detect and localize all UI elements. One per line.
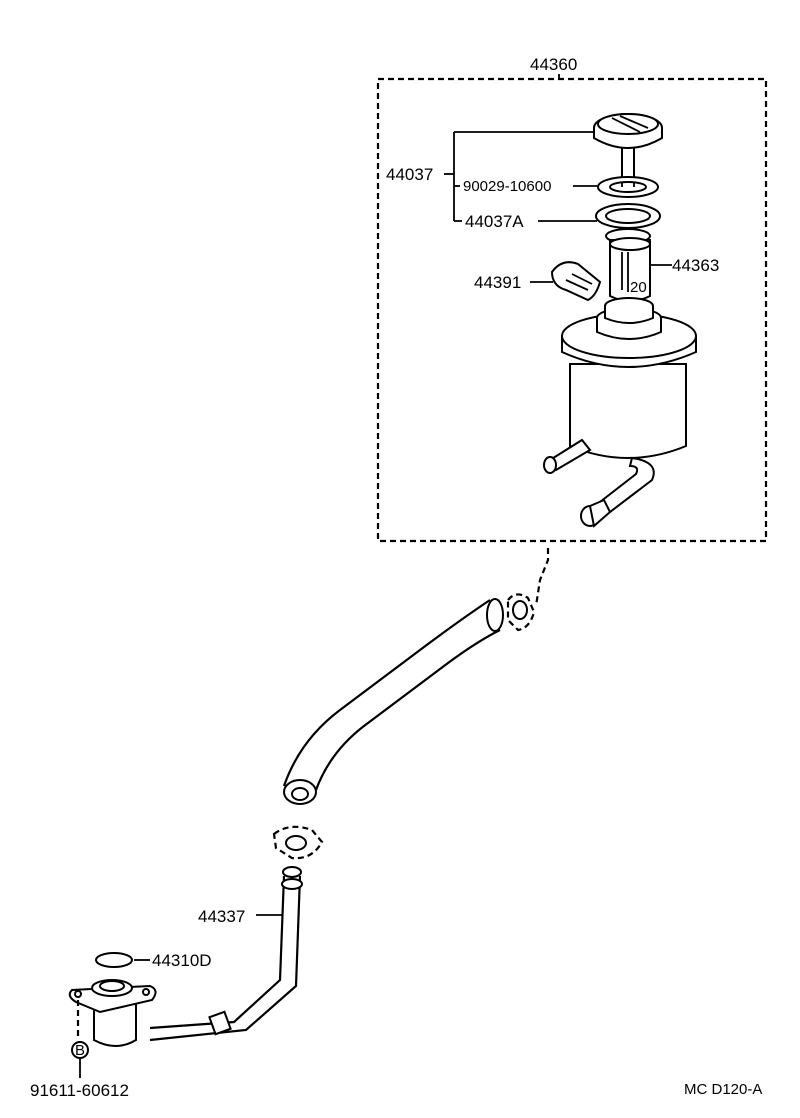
hose-clamp-lower xyxy=(272,825,324,860)
filler-cap xyxy=(593,113,663,185)
connector-line xyxy=(534,548,550,607)
diagram-code: MC D120-A xyxy=(684,1081,762,1098)
label-tag-number: 44391 xyxy=(474,273,521,292)
label-assembly: 44360 xyxy=(530,55,577,74)
svg-text:20: 20 xyxy=(630,279,647,296)
bolt-marker-letter: B xyxy=(75,1042,85,1059)
gasket-ring xyxy=(597,176,659,198)
assembly-boundary xyxy=(376,77,768,543)
label-seal: 44037A xyxy=(465,212,524,231)
oring xyxy=(95,952,133,968)
label-bolt: 91611-60612 xyxy=(30,1081,129,1100)
hose-clamp-upper xyxy=(506,593,536,632)
label-strainer: 44363 xyxy=(672,256,719,275)
union-housing xyxy=(68,979,157,1047)
return-tube xyxy=(149,866,303,1042)
strainer: 20 xyxy=(605,228,651,302)
reservoir-tank xyxy=(543,297,697,528)
label-tube: 44337 xyxy=(198,907,245,926)
seal-ring xyxy=(595,203,661,229)
return-hose xyxy=(282,598,504,805)
label-tag xyxy=(550,261,602,302)
label-oring: 44310D xyxy=(152,951,212,970)
label-gasket: 90029-10600 xyxy=(463,178,551,195)
label-cap-group: 44037 xyxy=(386,165,433,184)
